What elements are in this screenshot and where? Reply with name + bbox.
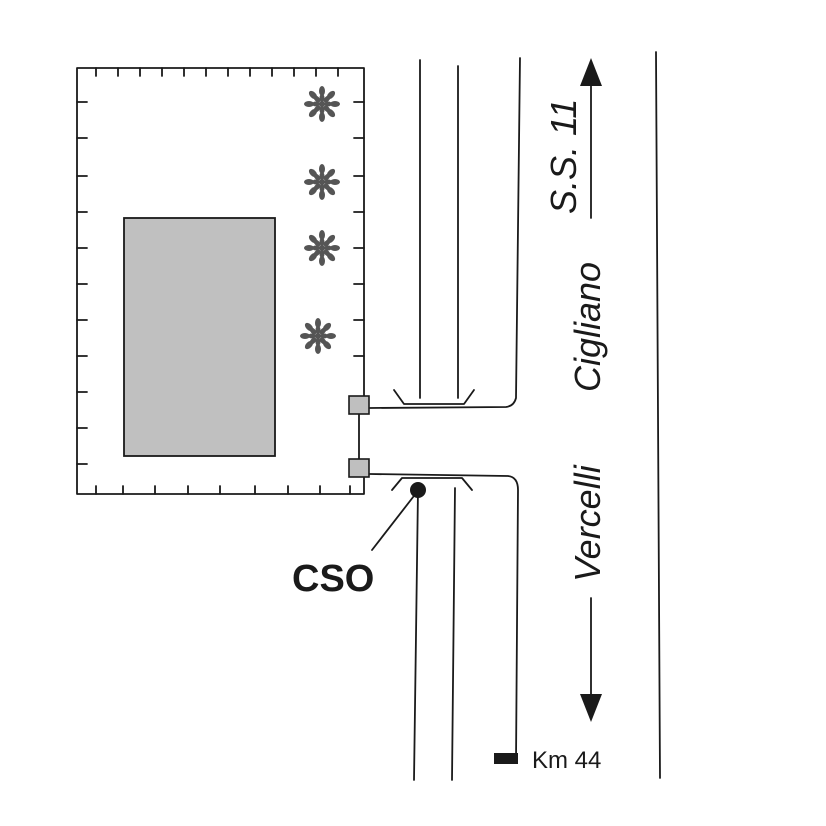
direction-north-label: Cigliano — [567, 262, 608, 392]
tree-icon — [303, 229, 341, 267]
kilometre-label: Km 44 — [532, 747, 601, 774]
direction-south-label: Vercelli — [567, 464, 608, 582]
arrow-north-icon — [580, 58, 602, 86]
gate-post-north — [348, 395, 370, 415]
cso-leader-line — [371, 491, 418, 551]
tree-icon — [303, 163, 341, 201]
access-lane-north — [369, 57, 521, 409]
tree-icon — [299, 317, 337, 355]
gate-post-south — [348, 458, 370, 478]
arrow-south-icon — [580, 694, 602, 722]
main-road-edge — [655, 51, 661, 779]
building — [123, 217, 276, 457]
station-label: CSO — [292, 558, 374, 600]
tree-icon — [303, 85, 341, 123]
entry-curb-south — [391, 477, 473, 491]
road-name-label: S.S. 11 — [543, 99, 584, 214]
property-enclosure — [76, 67, 365, 495]
entry-curb-north — [393, 389, 475, 405]
station-dot-icon — [410, 482, 426, 498]
km-marker-icon — [494, 753, 518, 764]
access-lane-south — [369, 473, 519, 781]
